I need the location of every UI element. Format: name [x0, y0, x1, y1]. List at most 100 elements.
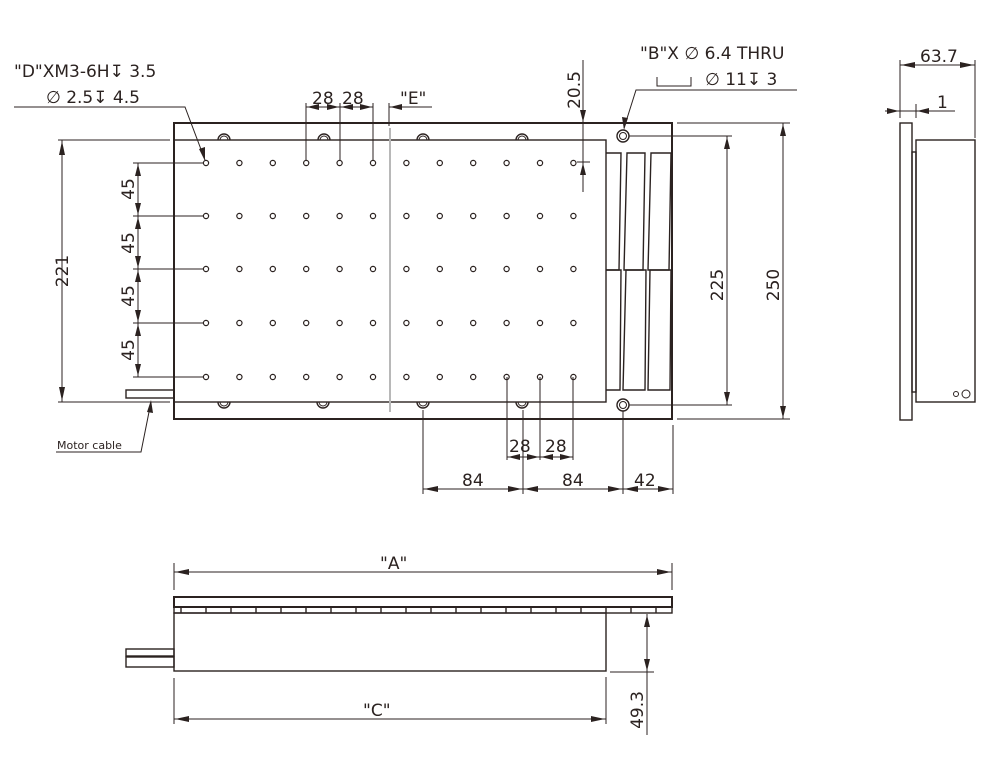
tapped-hole	[303, 373, 310, 381]
tapped-hole	[470, 159, 477, 167]
dims-bottom: 28 28 84 84 42	[422, 377, 674, 494]
tapped-hole	[436, 319, 443, 327]
dims-top: 28 28 "E"	[305, 89, 432, 160]
dim-84-1: 84	[462, 471, 484, 491]
tapped-hole	[436, 373, 443, 381]
tapped-hole	[470, 373, 477, 381]
tapped-hole	[369, 159, 377, 167]
tapped-hole	[536, 265, 544, 273]
tapped-hole	[403, 265, 410, 273]
top-view-outline	[173, 122, 673, 420]
tapped-hole	[369, 373, 377, 381]
tapped-hole	[236, 212, 243, 220]
side-view: 63.7 1	[885, 47, 976, 421]
tapped-hole	[269, 265, 276, 273]
svg-text:20.5: 20.5	[565, 71, 585, 109]
tapped-hole	[336, 319, 343, 327]
tapped-hole-callout: "D"XM3-6H↧ 3.5 ∅ 2.5↧ 4.5	[14, 62, 206, 161]
dim-221: 221	[53, 255, 73, 287]
tapped-hole	[236, 319, 243, 327]
tapped-hole	[336, 265, 343, 273]
tapped-hole-note-line2: ∅ 2.5↧ 4.5	[46, 88, 140, 108]
dim-28-top-2: 28	[342, 89, 364, 109]
tapped-hole	[570, 319, 577, 327]
tapped-hole	[336, 212, 343, 220]
motor-cable-label: Motor cable	[57, 439, 122, 452]
tapped-hole	[303, 265, 310, 273]
dim-28-top-1: 28	[312, 89, 334, 109]
dim-a: "A"	[380, 554, 407, 574]
tapped-hole	[369, 265, 377, 273]
tapped-hole	[536, 319, 544, 327]
tapped-hole	[503, 265, 510, 273]
tapped-hole	[236, 265, 243, 273]
counterbores-bottom	[217, 401, 529, 409]
tapped-hole	[536, 212, 544, 220]
tapped-hole	[436, 265, 443, 273]
tapped-hole	[303, 319, 310, 327]
tapped-hole	[470, 319, 477, 327]
tapped-hole	[503, 159, 510, 167]
dim-28-bottom-2: 28	[545, 437, 567, 457]
tapped-hole	[403, 159, 410, 167]
tapped-hole	[470, 265, 477, 273]
dims-left: 221 45 45 45 45	[53, 139, 204, 403]
dim-42: 42	[634, 471, 656, 491]
motor-cable-stub	[125, 389, 175, 399]
mount-hole-callout: "B"X ∅ 6.4 THRU ∅ 11↧ 3	[622, 44, 797, 130]
tapped-hole	[403, 319, 410, 327]
tapped-hole	[269, 319, 276, 327]
e-label: "E"	[400, 89, 426, 109]
dim-45-3: 45	[119, 285, 139, 307]
dim-1: 1	[937, 93, 948, 113]
tapped-hole	[369, 212, 377, 220]
tapped-hole	[570, 159, 577, 167]
tapped-hole	[269, 159, 276, 167]
dim-28-bottom-1: 28	[509, 437, 531, 457]
tapped-hole	[236, 373, 243, 381]
coil-fins	[606, 152, 672, 391]
magnet-segments	[180, 607, 657, 613]
tapped-hole	[403, 212, 410, 220]
dim-45-1: 45	[119, 178, 139, 200]
tapped-hole-note-line1: "D"XM3-6H↧ 3.5	[14, 62, 156, 82]
dim-84-2: 84	[562, 471, 584, 491]
tapped-hole	[202, 212, 210, 220]
dim-c: "C"	[363, 701, 391, 721]
counterbores-top	[217, 133, 529, 141]
tapped-hole	[202, 373, 210, 381]
tapped-hole	[470, 212, 477, 220]
tapped-hole	[369, 319, 377, 327]
mount-hole-note-line2: ∅ 11↧ 3	[705, 70, 777, 90]
tapped-hole	[403, 373, 410, 381]
tapped-hole	[303, 159, 310, 167]
tapped-hole-grid	[202, 159, 577, 381]
tapped-hole	[269, 373, 276, 381]
tapped-hole	[336, 373, 343, 381]
tapped-hole	[570, 212, 577, 220]
motor-cable-callout: Motor cable	[56, 400, 153, 453]
tapped-hole	[436, 159, 443, 167]
tapped-hole	[336, 159, 343, 167]
tapped-hole	[202, 319, 210, 327]
dim-225: 225	[708, 269, 728, 301]
tapped-hole	[269, 212, 276, 220]
dim-45-4: 45	[119, 339, 139, 361]
tapped-hole	[570, 265, 577, 273]
front-view: "A" "C" 49.3	[125, 554, 673, 735]
dim-250: 250	[764, 269, 784, 301]
top-view: 221 45 45 45 45 "D"XM3-6H↧ 3.5 ∅ 2.5↧ 4.…	[14, 44, 797, 494]
dims-right: 225 250	[629, 122, 790, 420]
tapped-hole	[436, 212, 443, 220]
tapped-hole	[303, 212, 310, 220]
dim-49-3: 49.3	[628, 691, 648, 729]
dim-45-2: 45	[119, 232, 139, 254]
mount-hole-note-line1: "B"X ∅ 6.4 THRU	[640, 44, 784, 64]
dim-20-5: 20.5	[565, 60, 590, 192]
tapped-hole	[202, 159, 210, 167]
tapped-hole	[503, 212, 510, 220]
tapped-hole	[536, 159, 544, 167]
tapped-hole	[202, 265, 210, 273]
dim-63-7: 63.7	[920, 47, 958, 67]
